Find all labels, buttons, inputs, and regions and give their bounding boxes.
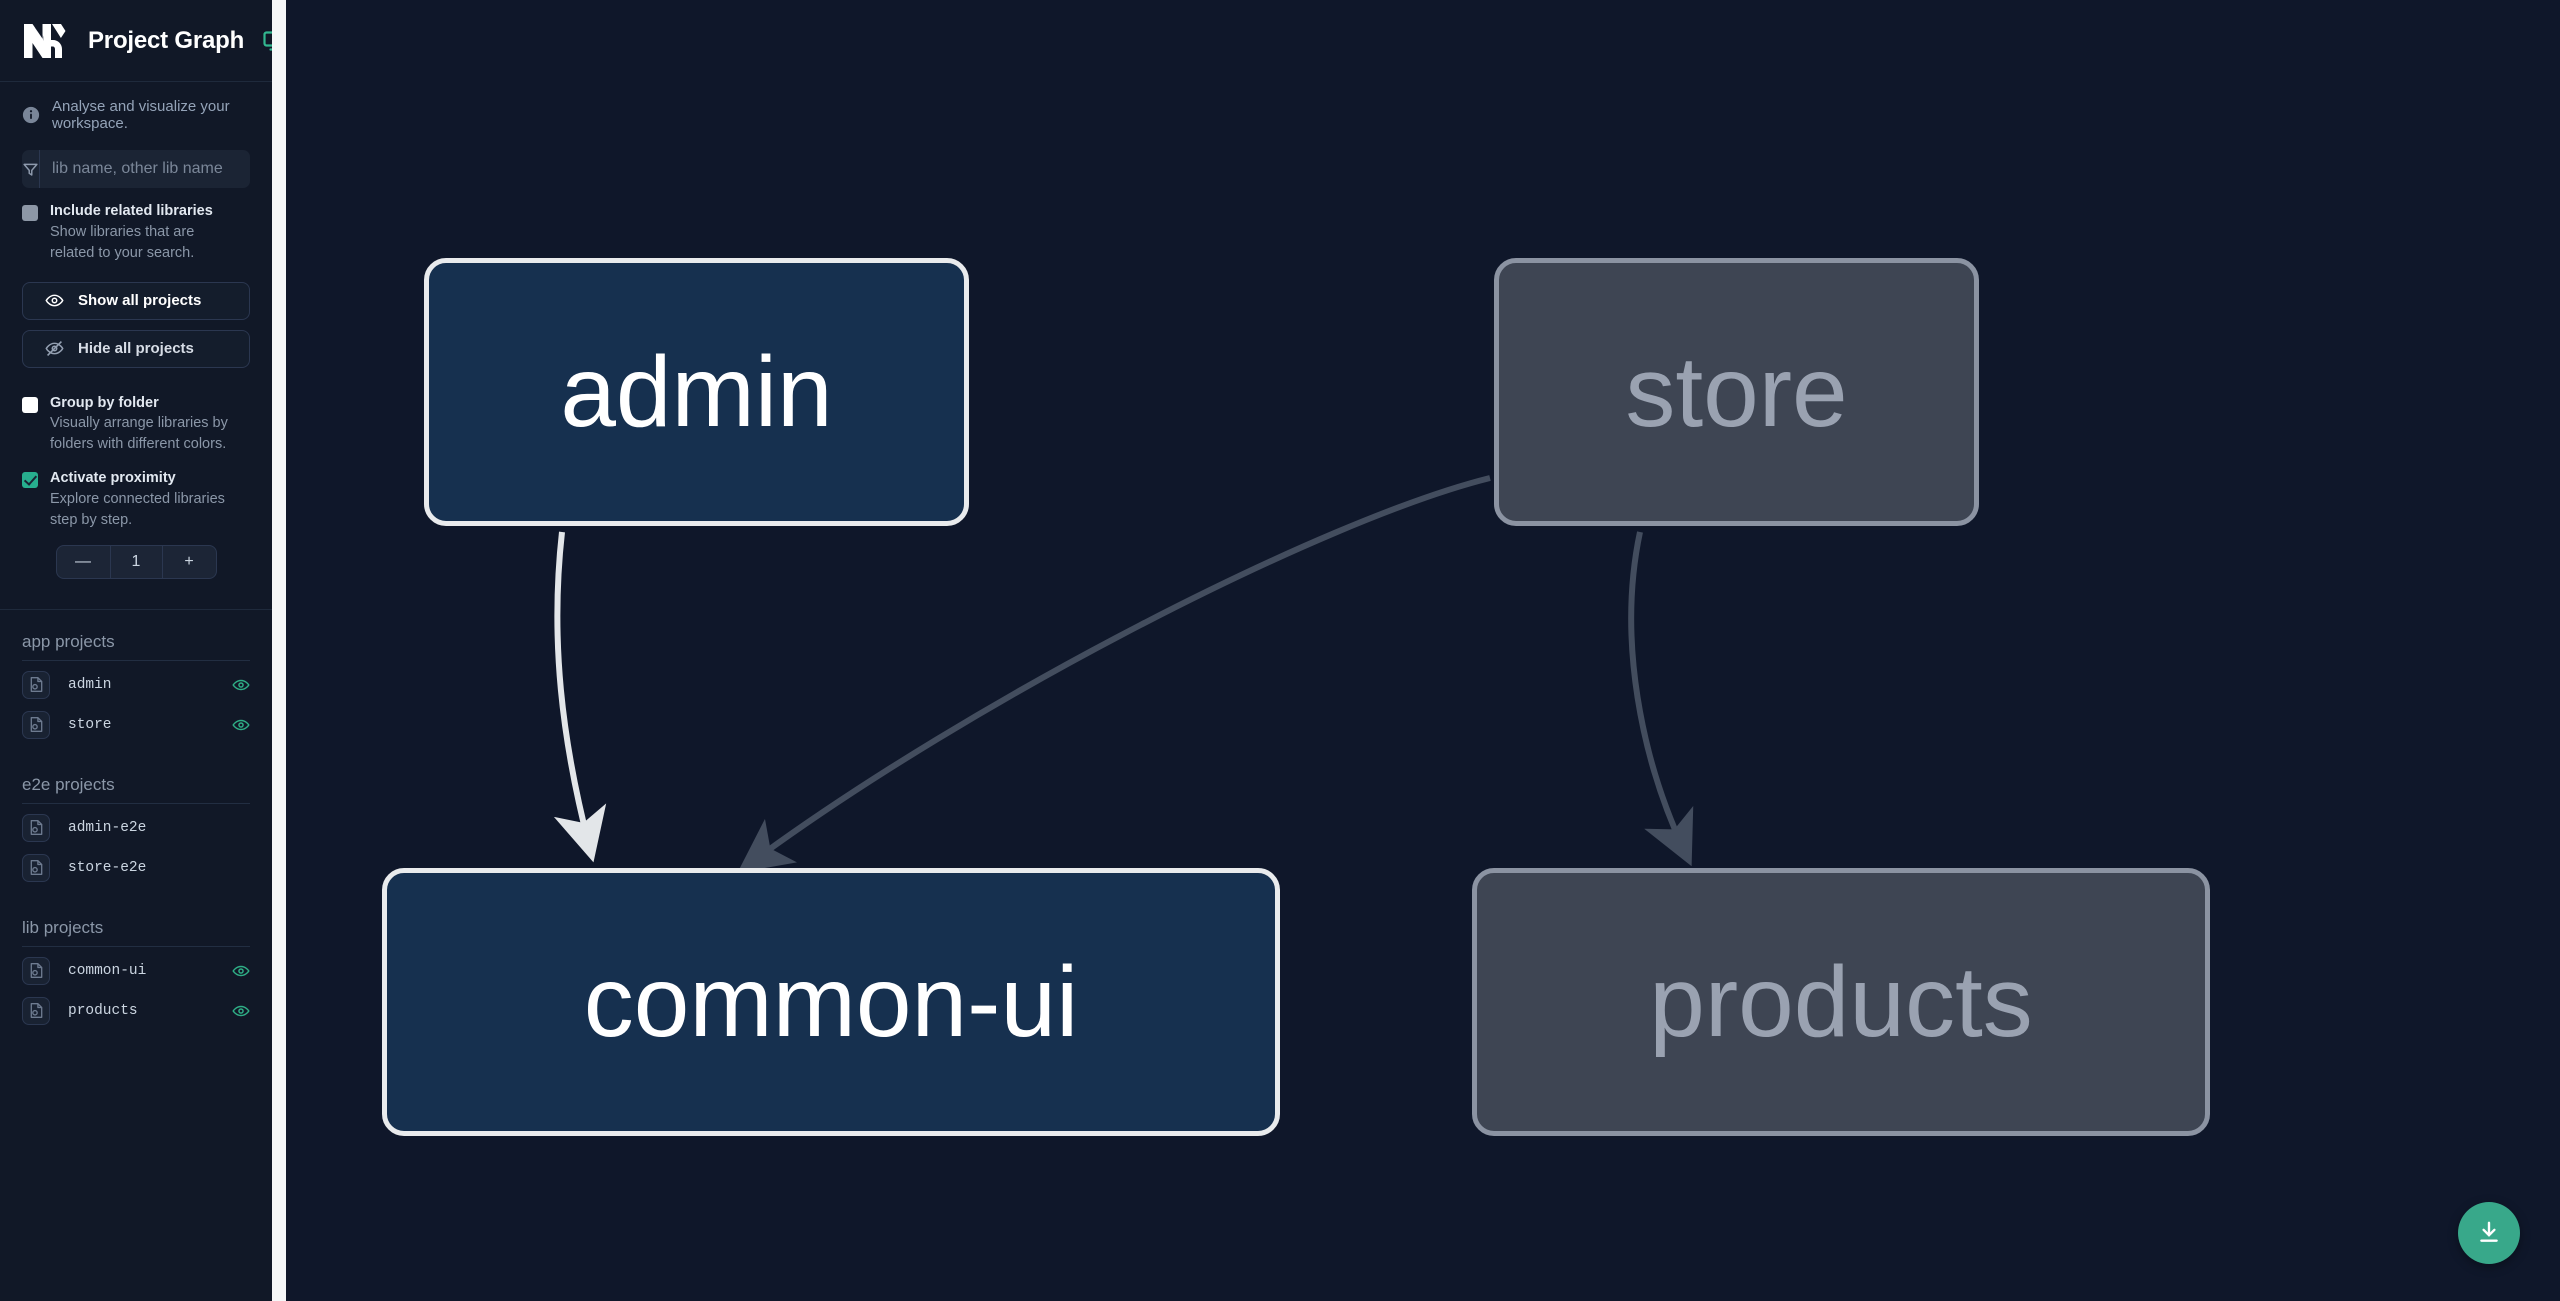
proximity-stepper-wrap: — 1 +	[0, 531, 272, 579]
option-include-related-libraries[interactable]: Include related libraries Show libraries…	[0, 188, 272, 264]
project-list: app projects admin	[0, 610, 272, 1301]
eye-visible-icon[interactable]	[232, 1002, 250, 1020]
activate-proximity-checkbox[interactable]	[22, 472, 38, 489]
graph-node-store[interactable]: store	[1494, 258, 1979, 526]
graph-node-admin[interactable]: admin	[424, 258, 969, 526]
group-title-app-projects: app projects	[22, 632, 250, 661]
group-by-folder-checkbox[interactable]	[22, 396, 38, 413]
visibility-buttons: Show all projects Hide all projects	[0, 264, 272, 368]
project-file-icon	[22, 670, 50, 699]
tagline: Analyse and visualize your workspace.	[0, 82, 272, 146]
sidebar: Project Graph Analyse and visualize your…	[0, 0, 285, 1301]
group-title-e2e-projects: e2e projects	[22, 775, 250, 804]
sidebar-resize-handle[interactable]	[272, 0, 286, 1301]
eye-visible-icon[interactable]	[232, 716, 250, 734]
show-all-projects-label: Show all projects	[78, 292, 202, 310]
show-all-projects-button[interactable]: Show all projects	[22, 281, 250, 320]
option-description: Show libraries that are related to your …	[50, 223, 195, 261]
graph-edges	[553, 475, 1694, 873]
edge-store-to-products	[1628, 531, 1694, 867]
download-graph-button[interactable]	[2458, 1202, 2520, 1264]
edge-admin-to-common-ui	[553, 531, 607, 863]
tagline-text: Analyse and visualize your workspace.	[52, 98, 230, 132]
option-group-by-folder[interactable]: Group by folder Visually arrange librari…	[0, 368, 272, 456]
option-label: Activate proximity	[50, 470, 176, 487]
proximity-increment-button[interactable]: +	[163, 546, 216, 578]
hide-all-projects-button[interactable]: Hide all projects	[22, 329, 250, 368]
search-input[interactable]	[40, 150, 250, 188]
project-item-admin-e2e[interactable]: admin-e2e	[22, 808, 250, 848]
option-label: Include related libraries	[50, 203, 213, 219]
include-related-libraries-checkbox[interactable]	[22, 205, 38, 221]
graph-node-label: admin	[560, 336, 833, 448]
graph-node-products[interactable]: products	[1472, 868, 2210, 1136]
info-icon	[22, 106, 40, 124]
option-description: Visually arrange libraries by folders wi…	[50, 415, 228, 453]
proximity-stepper[interactable]: — 1 +	[55, 544, 217, 579]
graph-node-label: products	[1649, 946, 2033, 1058]
graph-canvas[interactable]: admin store common-ui products	[272, 0, 2560, 1301]
hide-all-projects-label: Hide all projects	[78, 340, 194, 358]
project-name: admin	[68, 676, 112, 693]
project-item-admin[interactable]: admin	[22, 665, 250, 705]
project-name: products	[68, 1002, 138, 1019]
project-file-icon	[22, 956, 50, 985]
search-row	[0, 146, 272, 188]
project-item-store-e2e[interactable]: store-e2e	[22, 848, 250, 888]
graph-node-common-ui[interactable]: common-ui	[382, 868, 1280, 1136]
project-item-common-ui[interactable]: common-ui	[22, 951, 250, 991]
filter-icon[interactable]	[22, 150, 40, 188]
eye-visible-icon[interactable]	[232, 962, 250, 980]
proximity-decrement-button[interactable]: —	[57, 546, 110, 578]
proximity-value: 1	[109, 545, 163, 578]
eye-off-icon	[45, 339, 64, 358]
project-item-store[interactable]: store	[22, 705, 250, 745]
project-file-icon	[22, 813, 50, 842]
sidebar-separator	[0, 608, 272, 610]
edge-store-to-common-ui	[737, 475, 1491, 873]
project-file-icon	[22, 710, 50, 739]
eye-icon	[45, 291, 64, 310]
graph-node-label: store	[1625, 336, 1848, 448]
option-description: Explore connected libraries step by step…	[50, 490, 225, 528]
eye-visible-icon[interactable]	[232, 676, 250, 694]
project-name: store	[68, 716, 112, 733]
nx-logo-icon	[22, 20, 70, 62]
download-icon	[2476, 1219, 2502, 1248]
project-name: common-ui	[68, 962, 147, 979]
project-name: admin-e2e	[68, 819, 147, 836]
search-box[interactable]	[22, 150, 250, 188]
project-name: store-e2e	[68, 859, 147, 876]
project-file-icon	[22, 853, 50, 882]
option-activate-proximity[interactable]: Activate proximity Explore connected lib…	[0, 455, 272, 531]
page-title: Project Graph	[88, 26, 245, 54]
graph-node-label: common-ui	[583, 946, 1079, 1058]
group-title-lib-projects: lib projects	[22, 918, 250, 947]
option-label: Group by folder	[50, 394, 159, 411]
sidebar-header: Project Graph	[0, 0, 285, 82]
project-file-icon	[22, 996, 50, 1025]
project-item-products[interactable]: products	[22, 991, 250, 1031]
